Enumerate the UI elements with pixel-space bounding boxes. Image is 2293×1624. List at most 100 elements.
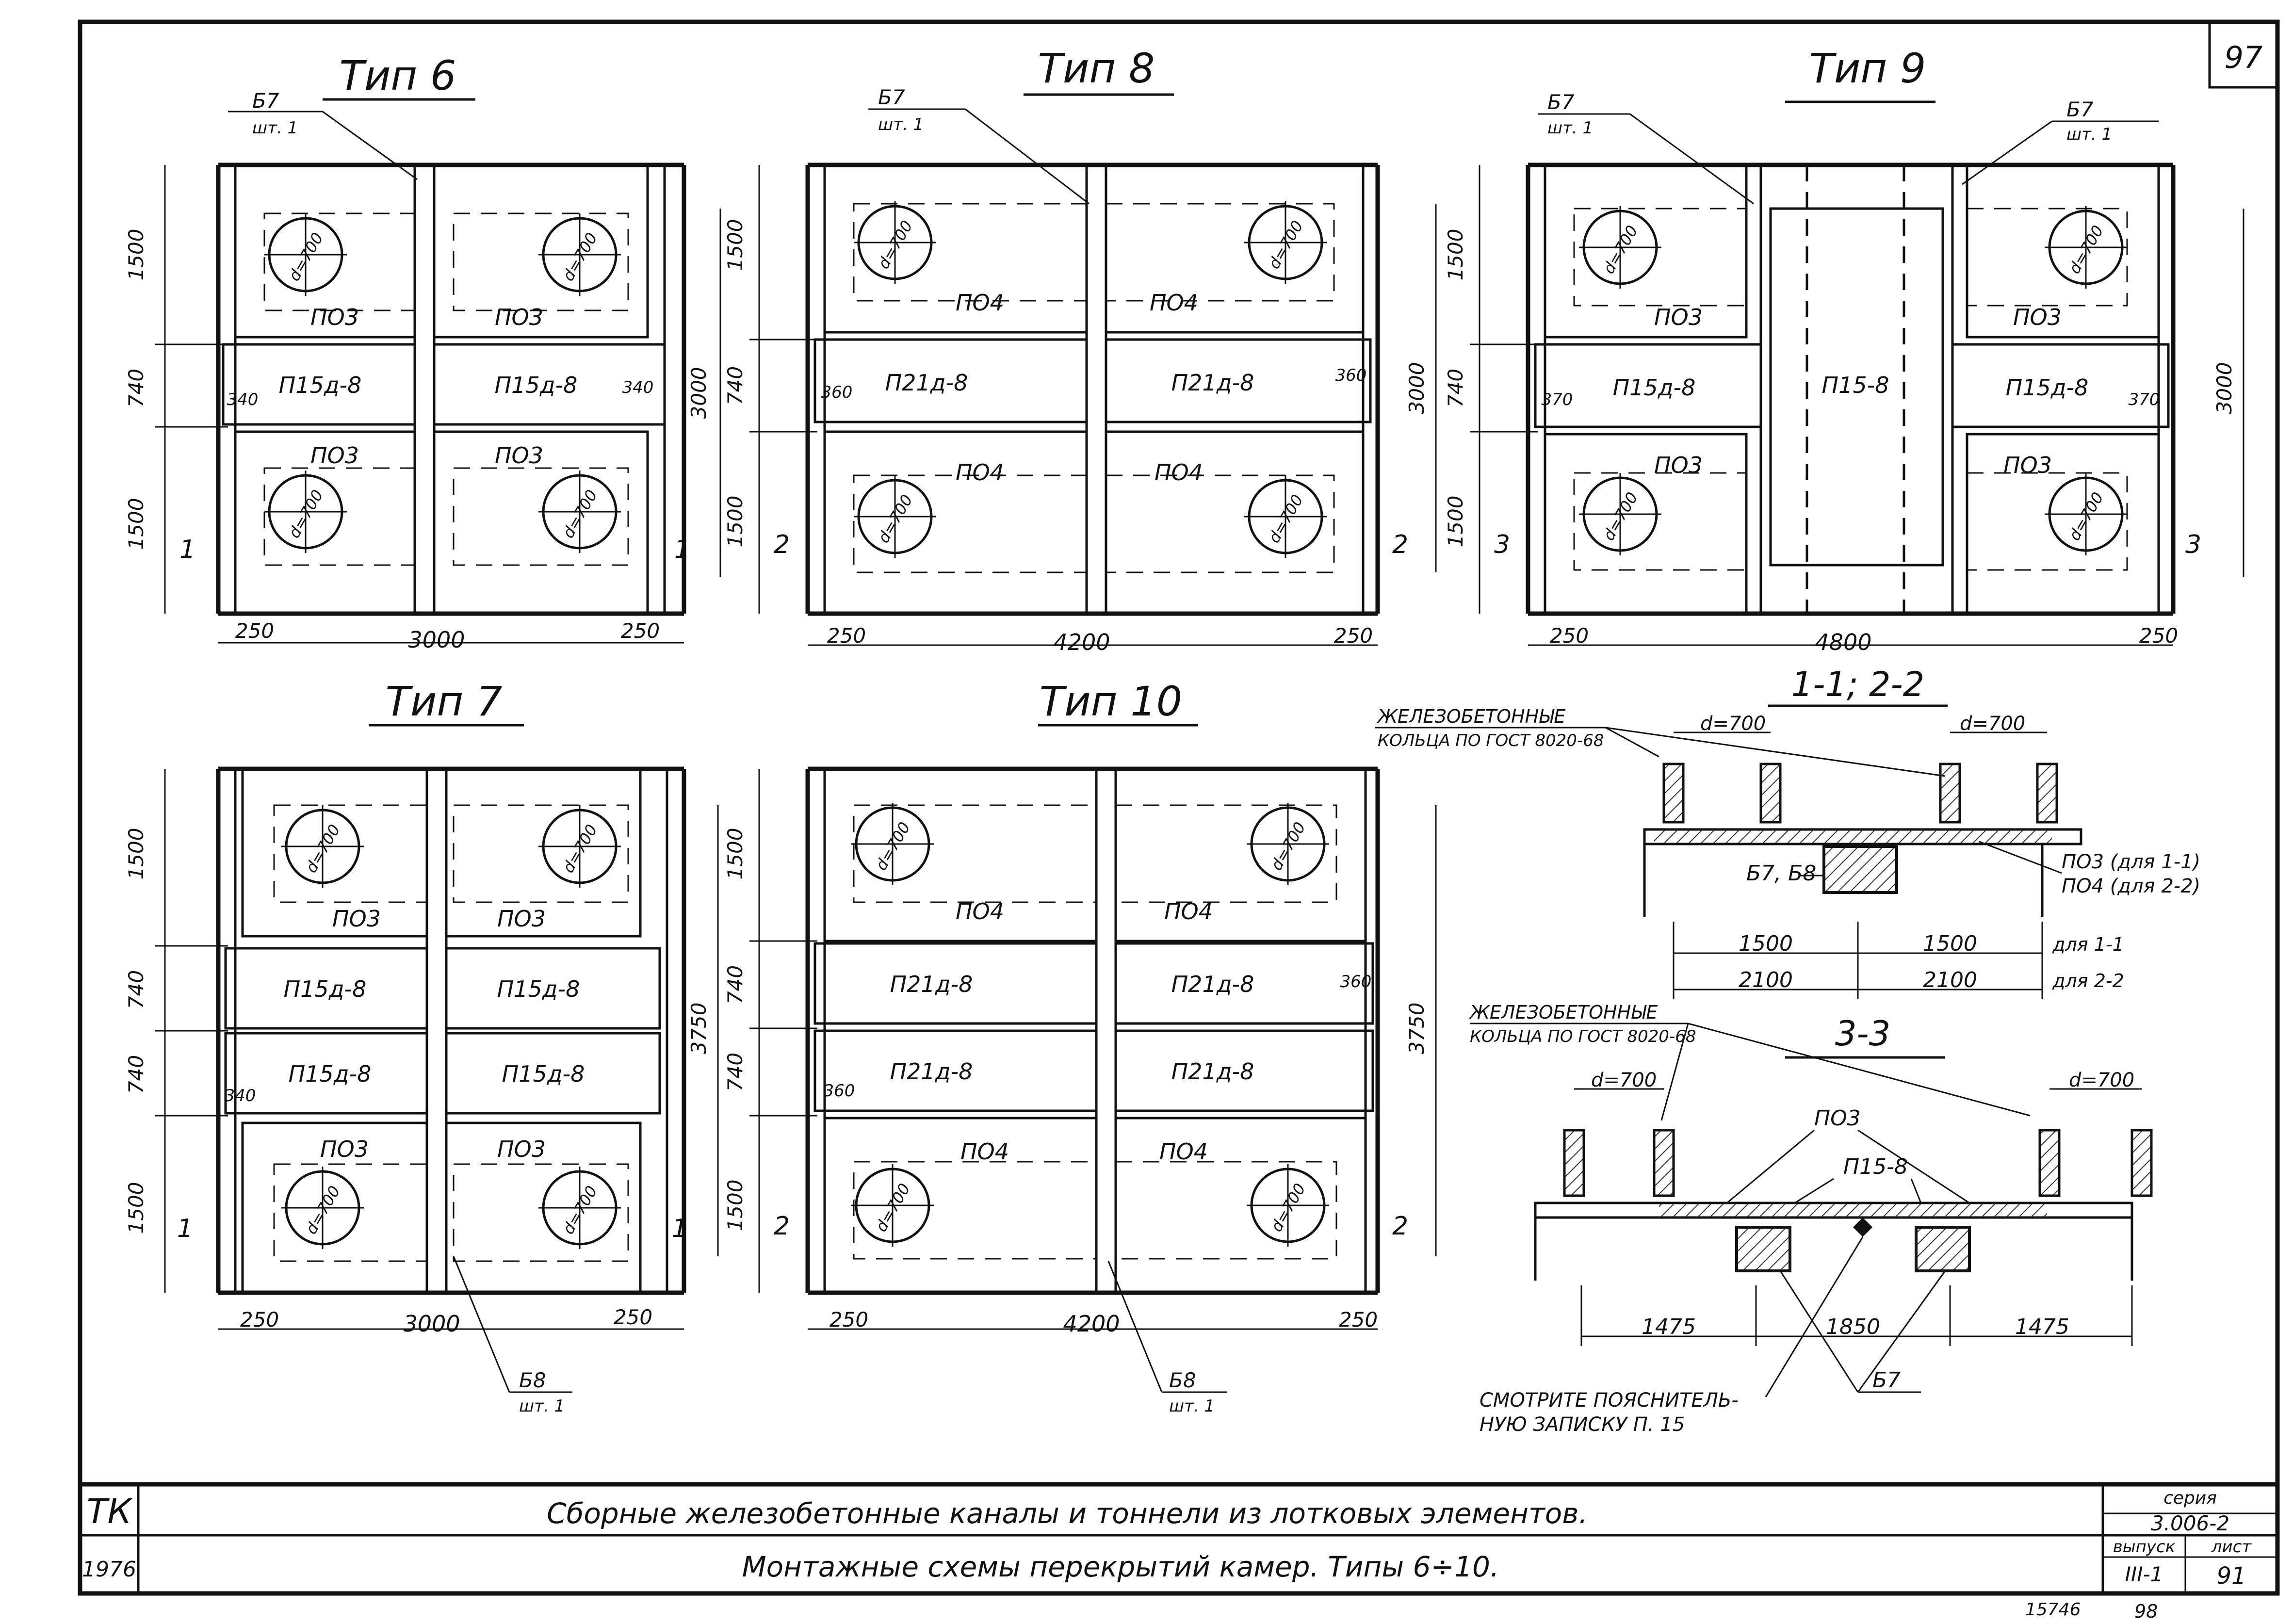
panel (222, 343, 416, 426)
manhole-ring: d=700 (1247, 1164, 1329, 1247)
section-mark: 2 (774, 1212, 790, 1241)
svg-text:360: 360 (824, 1081, 855, 1101)
panel-label: П15д-8 (289, 1061, 372, 1087)
svg-text:1500: 1500 (124, 498, 148, 550)
panel (1951, 343, 2170, 428)
center-panel-label: П15-8 (1822, 372, 1889, 398)
svg-text:3750: 3750 (1405, 1003, 1429, 1055)
svg-text:340: 340 (622, 378, 654, 397)
section-mark: 1 (179, 535, 195, 564)
svg-text:ЖЕЛЕЗОБЕТОННЫЕ: ЖЕЛЕЗОБЕТОННЫЕ (1377, 706, 1565, 727)
panel (1534, 343, 1762, 428)
svg-text:740: 740 (124, 1055, 148, 1094)
svg-text:3750: 3750 (687, 1003, 711, 1055)
svg-text:250: 250 (1334, 624, 1373, 648)
panel (813, 1029, 1098, 1112)
svg-text:Б7: Б7 (1872, 1368, 1901, 1393)
svg-text:250: 250 (235, 619, 274, 643)
svg-text:4200: 4200 (1063, 1311, 1120, 1337)
beam-b8 (425, 767, 448, 1294)
svg-text:4200: 4200 (1053, 629, 1110, 655)
panel-label: П15д-8 (502, 1061, 585, 1087)
section-1-1-2-2: 1-1; 2-2 ЖЕЛЕЗОБЕТОННЫЕ КОЛЬЦА ПО ГОСТ 8… (1375, 665, 2200, 999)
svg-text:для 2-2: для 2-2 (2052, 970, 2124, 991)
svg-text:250: 250 (1339, 1308, 1378, 1332)
plan-title: Тип 10 (1040, 678, 1182, 725)
svg-text:1475: 1475 (1642, 1315, 1696, 1339)
slab-label: ПО3 (497, 906, 546, 932)
slab-label: ПО3 (495, 304, 543, 330)
title-line-2: Монтажные схемы перекрытий камер. Типы 6… (742, 1550, 1499, 1583)
svg-text:d=700: d=700 (2069, 1069, 2134, 1091)
svg-text:1500: 1500 (1739, 931, 1793, 956)
svg-text:шт. 1: шт. 1 (2066, 125, 2112, 144)
manhole-ring: d=700 (264, 213, 347, 296)
manhole-ring: d=700 (1579, 473, 1661, 555)
svg-text:360: 360 (821, 383, 853, 402)
section-mark: 2 (1392, 530, 1408, 559)
panel-label: П15д-8 (284, 976, 367, 1002)
slab (433, 430, 649, 615)
svg-text:Б7: Б7 (878, 85, 905, 109)
slab-label: ПО3 (2003, 452, 2052, 478)
slab-label: ПО4 (956, 459, 1004, 486)
svg-text:370: 370 (2129, 390, 2160, 409)
svg-text:Б7: Б7 (252, 89, 279, 113)
beam-b7 (413, 163, 436, 615)
slab (433, 163, 649, 339)
slab (1105, 430, 1365, 615)
svg-text:1500: 1500 (1444, 229, 1467, 281)
svg-text:ПО3 (для 1-1): ПО3 (для 1-1) (2062, 851, 2200, 873)
svg-text:шт. 1: шт. 1 (252, 118, 298, 138)
svg-text:1475: 1475 (2015, 1315, 2069, 1339)
slab (1966, 433, 2160, 615)
section-title: 1-1; 2-2 (1791, 665, 1925, 704)
svg-text:740: 740 (723, 965, 747, 1004)
svg-text:340: 340 (227, 390, 259, 409)
svg-text:3000: 3000 (2212, 362, 2236, 414)
sheet-number-block: 91 (2216, 1562, 2246, 1590)
slab (1105, 163, 1365, 334)
svg-text:340: 340 (225, 1086, 256, 1105)
slab-label: ПО4 (1159, 1138, 1208, 1165)
panel (224, 1032, 428, 1115)
panel-label: П21д-8 (890, 1058, 973, 1085)
manhole-ring: d=700 (538, 213, 621, 296)
svg-text:Б7, Б8: Б7, Б8 (1746, 861, 1816, 886)
svg-text:1500: 1500 (124, 1182, 148, 1234)
panel (445, 947, 661, 1030)
svg-text:1500: 1500 (723, 1180, 747, 1232)
manhole-ring: d=700 (1579, 206, 1661, 289)
svg-text:1500: 1500 (1923, 931, 1977, 956)
beam-b7 (1085, 163, 1107, 615)
svg-text:ЖЕЛЕЗОБЕТОННЫЕ: ЖЕЛЕЗОБЕТОННЫЕ (1469, 1002, 1658, 1023)
plan-type-9: Тип 9 d=700 d=700 d=700 d=700 ПО3 ПО3 ПО… (1444, 45, 2244, 655)
section-3-3: 3-3 ЖЕЛЕЗОБЕТОННЫЕ КОЛЬЦА ПО ГОСТ 8020-6… (1469, 1002, 2153, 1436)
svg-text:1500: 1500 (723, 828, 747, 880)
manhole-ring: d=700 (2045, 206, 2127, 289)
slab-label: ПО4 (1150, 290, 1198, 316)
svg-text:3000: 3000 (687, 367, 711, 419)
panel (1105, 338, 1372, 423)
svg-text:250: 250 (614, 1305, 652, 1329)
section-mark: 3 (1494, 530, 1510, 559)
svg-text:250: 250 (621, 619, 660, 643)
svg-text:3000: 3000 (408, 627, 465, 653)
slab-label: ПО3 (320, 1136, 369, 1162)
manhole-ring: d=700 (538, 1167, 621, 1249)
slab (1114, 1117, 1367, 1294)
svg-text:ПО4 (для 2-2): ПО4 (для 2-2) (2062, 875, 2200, 897)
panel-label: П15д-8 (1613, 374, 1696, 401)
series-number: 3.006-2 (2151, 1511, 2229, 1535)
svg-text:П15-8: П15-8 (1843, 1154, 1908, 1179)
section-title: 3-3 (1835, 1014, 1890, 1054)
svg-text:360: 360 (1340, 972, 1372, 991)
plan-title: Тип 8 (1038, 45, 1155, 92)
svg-text:250: 250 (2139, 624, 2178, 648)
section-mark: 2 (1392, 1212, 1408, 1241)
panel-label: П21д-8 (1171, 1058, 1254, 1085)
slab-label: ПО3 (495, 442, 543, 469)
panel (1114, 1029, 1374, 1112)
panel-label: П15д-8 (279, 372, 362, 398)
svg-text:1500: 1500 (723, 496, 747, 548)
